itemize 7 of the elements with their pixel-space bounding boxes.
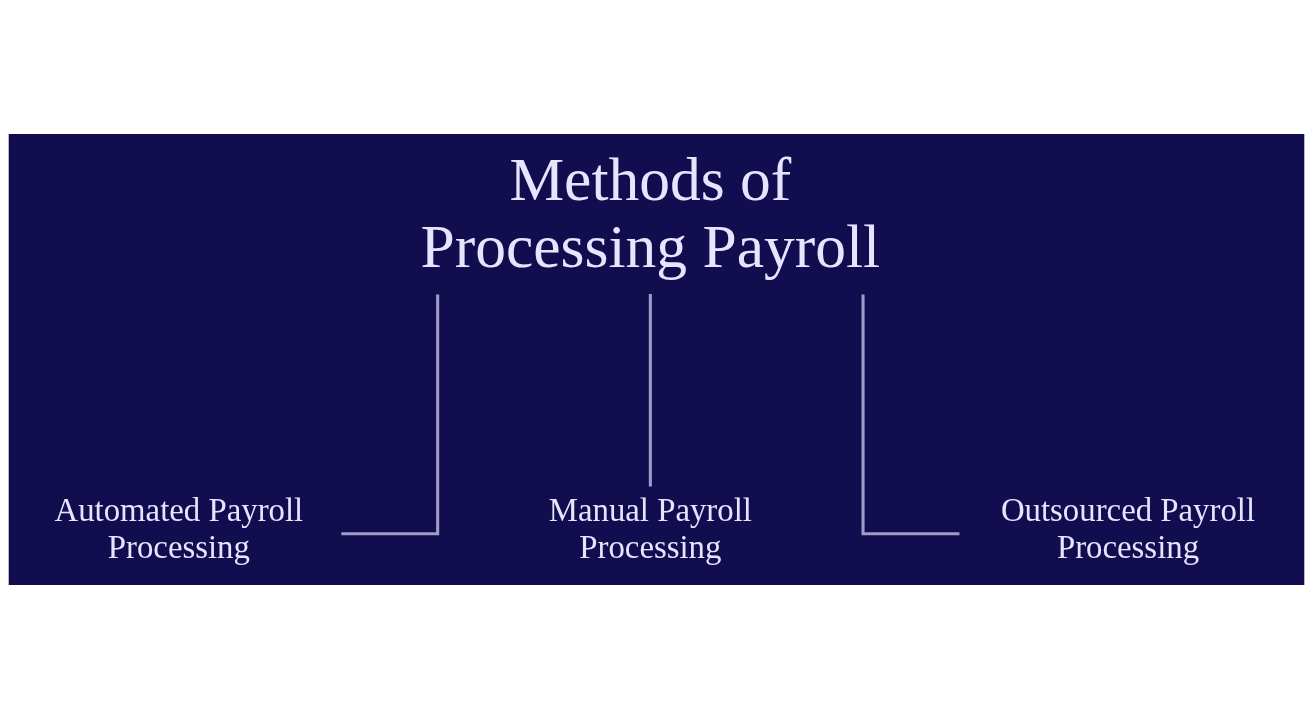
connector (648, 293, 652, 487)
node-text: Automated Payroll Processing (54, 491, 304, 565)
node-text: Manual Payroll Processing (548, 491, 752, 565)
connector (861, 293, 960, 535)
connector (341, 293, 440, 535)
node-text: Outsourced Payroll Processing (1000, 491, 1256, 565)
node-text: Methods of Processing Payroll (420, 144, 881, 280)
